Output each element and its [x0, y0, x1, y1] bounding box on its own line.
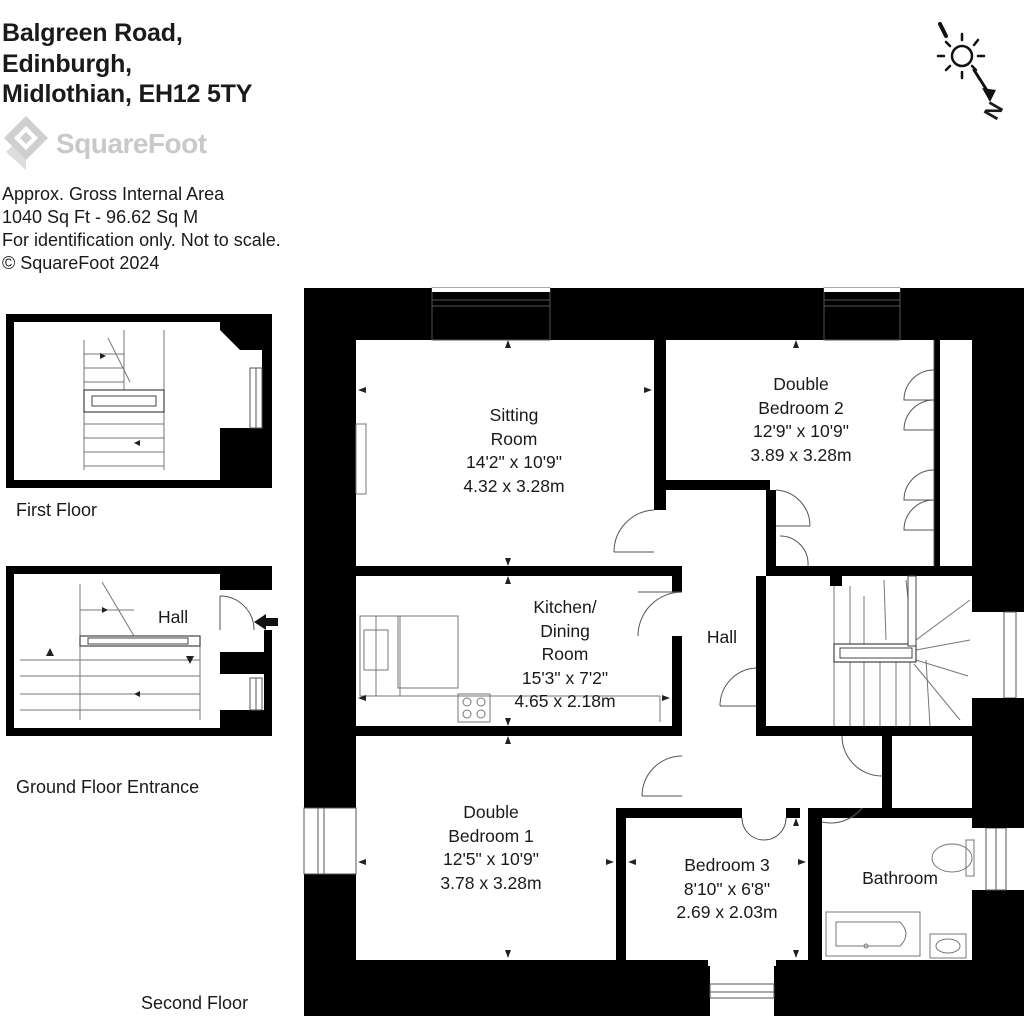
- squarefoot-logo-icon: [4, 116, 48, 170]
- address-line-3: Midlothian, EH12 5TY: [2, 80, 253, 108]
- ground-floor-plan: [6, 566, 278, 736]
- copyright: © SquareFoot 2024: [2, 253, 160, 273]
- ground-floor-label: Ground Floor Entrance: [16, 777, 200, 797]
- bedroom-3-label: Bedroom 3 8'10" x 6'8" 2.69 x 2.03m: [676, 855, 778, 922]
- area-info: Approx. Gross Internal Area 1040 Sq Ft -…: [2, 183, 281, 275]
- brand-name: SquareFoot: [56, 128, 207, 159]
- sitting-room-label: Sitting Room 14'2" x 10'9" 4.32 x 3.28m: [463, 405, 565, 496]
- area-value: 1040 Sq Ft - 96.62 Sq M: [2, 207, 199, 227]
- first-floor-plan: [6, 314, 272, 488]
- second-floor-label: Second Floor: [141, 993, 249, 1013]
- hall-label: Hall: [706, 627, 738, 647]
- address-line-2: Edinburgh,: [2, 49, 132, 78]
- disclaimer: For identification only. Not to scale.: [2, 230, 281, 250]
- property-address: Balgreen Road, Edinburgh, Midlothian, EH…: [2, 18, 252, 110]
- address-line-1: Balgreen Road,: [2, 19, 183, 47]
- sun-compass-icon: [936, 22, 996, 102]
- double-bedroom-2-label: Double Bedroom 2 12'9" x 10'9" 3.89 x 3.…: [750, 374, 852, 465]
- bathroom-label: Bathroom: [862, 868, 938, 888]
- first-floor-label: First Floor: [16, 500, 97, 520]
- second-floor-plan: [303, 287, 1024, 1016]
- area-label: Approx. Gross Internal Area: [2, 184, 225, 204]
- ground-hall-label: Hall: [158, 607, 189, 627]
- double-bedroom-1-label: Double Bedroom 1 12'5" x 10'9" 3.78 x 3.…: [440, 802, 542, 893]
- kitchen-dining-label: Kitchen/ Dining Room 15'3" x 7'2" 4.65 x…: [514, 597, 616, 711]
